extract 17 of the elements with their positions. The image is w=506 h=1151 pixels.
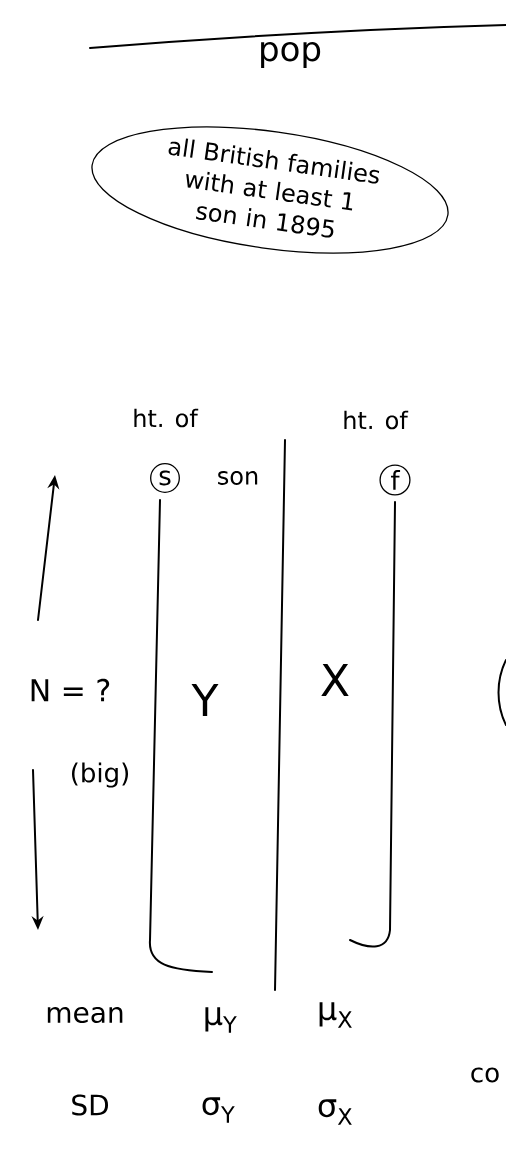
handwritten-label: (big) [71, 762, 129, 788]
node-caption: ht. of [134, 408, 199, 428]
handwritten-label: μ$_{X}$ [319, 1002, 352, 1028]
handwritten-label: N = ? [31, 678, 110, 702]
handwritten-label: co [471, 1067, 499, 1083]
handwritten-label: Y [191, 683, 219, 717]
handwritten-label: X [321, 663, 349, 697]
circled-letter: f [379, 464, 411, 496]
handwritten-label: SD [72, 1094, 108, 1116]
handwritten-label: μ$_{Y}$ [205, 1007, 237, 1033]
node-caption: son [218, 471, 258, 485]
handwritten-label: σ$_{X}$ [318, 1099, 352, 1125]
handwritten-label: σ$_{Y}$ [202, 1097, 235, 1123]
handwritten-label: mean [47, 1006, 123, 1024]
title: pop [261, 41, 321, 69]
node-caption: ht. of [344, 410, 409, 430]
circled-letter: s [150, 463, 180, 493]
